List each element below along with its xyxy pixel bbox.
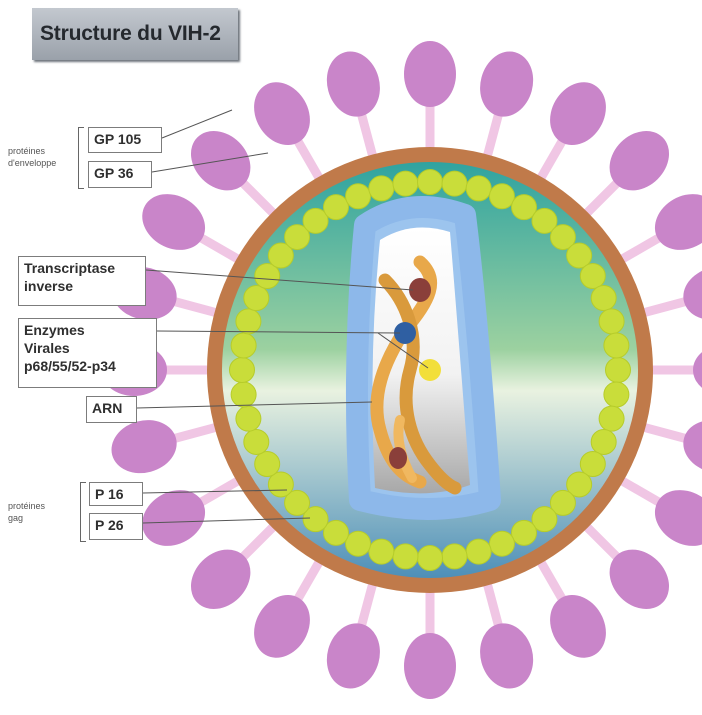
spike-head [645, 183, 702, 261]
matrix-bead [346, 184, 371, 209]
spike-stalk [487, 111, 499, 157]
envelope-group-line-2: d'enveloppe [8, 157, 56, 169]
spike-stalk [621, 480, 663, 504]
matrix-bead [236, 406, 261, 431]
spike-stalk [540, 138, 564, 180]
spike-stalk [240, 180, 274, 214]
spike-head [539, 585, 617, 668]
matrix-bead [244, 429, 269, 454]
matrix-bead [580, 264, 605, 289]
matrix-bead [604, 333, 629, 358]
spike-head [473, 45, 540, 122]
matrix-bead [591, 286, 616, 311]
spike-stalk [240, 526, 274, 560]
spike-head [320, 617, 387, 694]
enzyme-dark-red-dot-lower [389, 447, 407, 469]
spike-head [404, 41, 456, 107]
spike-head [645, 479, 702, 557]
spike-head [473, 617, 540, 694]
label-enzymes-line-3: p68/55/52-p34 [24, 357, 151, 375]
spike-stalk [171, 301, 217, 313]
spike-head [693, 344, 702, 396]
spike-stalk [296, 561, 320, 603]
spike-stalk [586, 180, 620, 214]
label-p26: P 26 [89, 513, 143, 540]
spike-stalk [361, 111, 373, 157]
diagram-title: Structure du VIH-2 [32, 8, 238, 60]
spike-stalk [586, 526, 620, 560]
label-gp36: GP 36 [88, 161, 152, 188]
gag-group-line-1: protéines [8, 500, 45, 512]
label-enzymes-line-1: Enzymes [24, 321, 151, 339]
envelope-group-brace [78, 127, 84, 189]
matrix-bead [236, 309, 261, 334]
spike-head [243, 72, 321, 155]
matrix-bead [591, 429, 616, 454]
spike-stalk [643, 301, 689, 313]
gag-group-brace [80, 482, 86, 542]
spike-stalk [643, 427, 689, 439]
matrix-bead [393, 171, 418, 196]
matrix-bead [255, 452, 280, 477]
spike-stalk [621, 236, 663, 260]
matrix-bead [466, 176, 491, 201]
matrix-bead [231, 382, 256, 407]
matrix-bead [346, 531, 371, 556]
viral-enzyme-yellow-dot [419, 359, 441, 381]
matrix-bead [604, 382, 629, 407]
spike-head [243, 585, 321, 668]
label-p16-text: P 16 [95, 486, 124, 502]
spike-head [677, 260, 702, 327]
spike-stalk [198, 236, 240, 260]
label-gp105: GP 105 [88, 127, 162, 153]
matrix-bead [231, 333, 256, 358]
matrix-bead [369, 176, 394, 201]
matrix-bead [393, 544, 418, 569]
matrix-bead [489, 531, 514, 556]
spike-head [677, 413, 702, 480]
label-p26-text: P 26 [95, 517, 124, 533]
spike-stalk [361, 583, 373, 629]
envelope-group-line-1: protéines [8, 145, 56, 157]
matrix-bead [466, 539, 491, 564]
spike-head [539, 72, 617, 155]
matrix-bead [606, 358, 631, 383]
label-viral-enzymes: Enzymes Virales p68/55/52-p34 [18, 318, 157, 388]
label-gp105-text: GP 105 [94, 131, 141, 147]
matrix-bead [418, 170, 443, 195]
spike-head [132, 183, 215, 261]
spike-head [105, 413, 182, 480]
label-reverse-transcriptase: Transcriptase inverse [18, 256, 146, 306]
label-rt-line-2: inverse [24, 277, 140, 295]
spike-stalk [171, 427, 217, 439]
spike-stalk [487, 583, 499, 629]
matrix-bead [369, 539, 394, 564]
label-enzymes-line-2: Virales [24, 339, 151, 357]
label-gp36-text: GP 36 [94, 165, 133, 181]
matrix-bead [324, 195, 349, 220]
envelope-group-label: protéines d'enveloppe [8, 145, 56, 169]
matrix-bead [512, 520, 537, 545]
matrix-bead [244, 286, 269, 311]
matrix-bead [489, 184, 514, 209]
spike-stalk [540, 561, 564, 603]
matrix-bead [599, 406, 624, 431]
label-arn-text: ARN [92, 400, 122, 416]
spike-head [320, 45, 387, 122]
spike-head [132, 479, 215, 557]
gag-group-label: protéines gag [8, 500, 45, 524]
label-arn: ARN [86, 396, 137, 423]
spike-stalk [296, 138, 320, 180]
matrix-bead [418, 546, 443, 571]
matrix-bead [230, 358, 255, 383]
spike-head [404, 633, 456, 699]
matrix-bead [599, 309, 624, 334]
gag-group-line-2: gag [8, 512, 45, 524]
label-p16: P 16 [89, 482, 143, 506]
matrix-bead [442, 544, 467, 569]
label-rt-line-1: Transcriptase [24, 259, 140, 277]
matrix-bead [442, 171, 467, 196]
title-text: Structure du VIH-2 [40, 22, 221, 46]
